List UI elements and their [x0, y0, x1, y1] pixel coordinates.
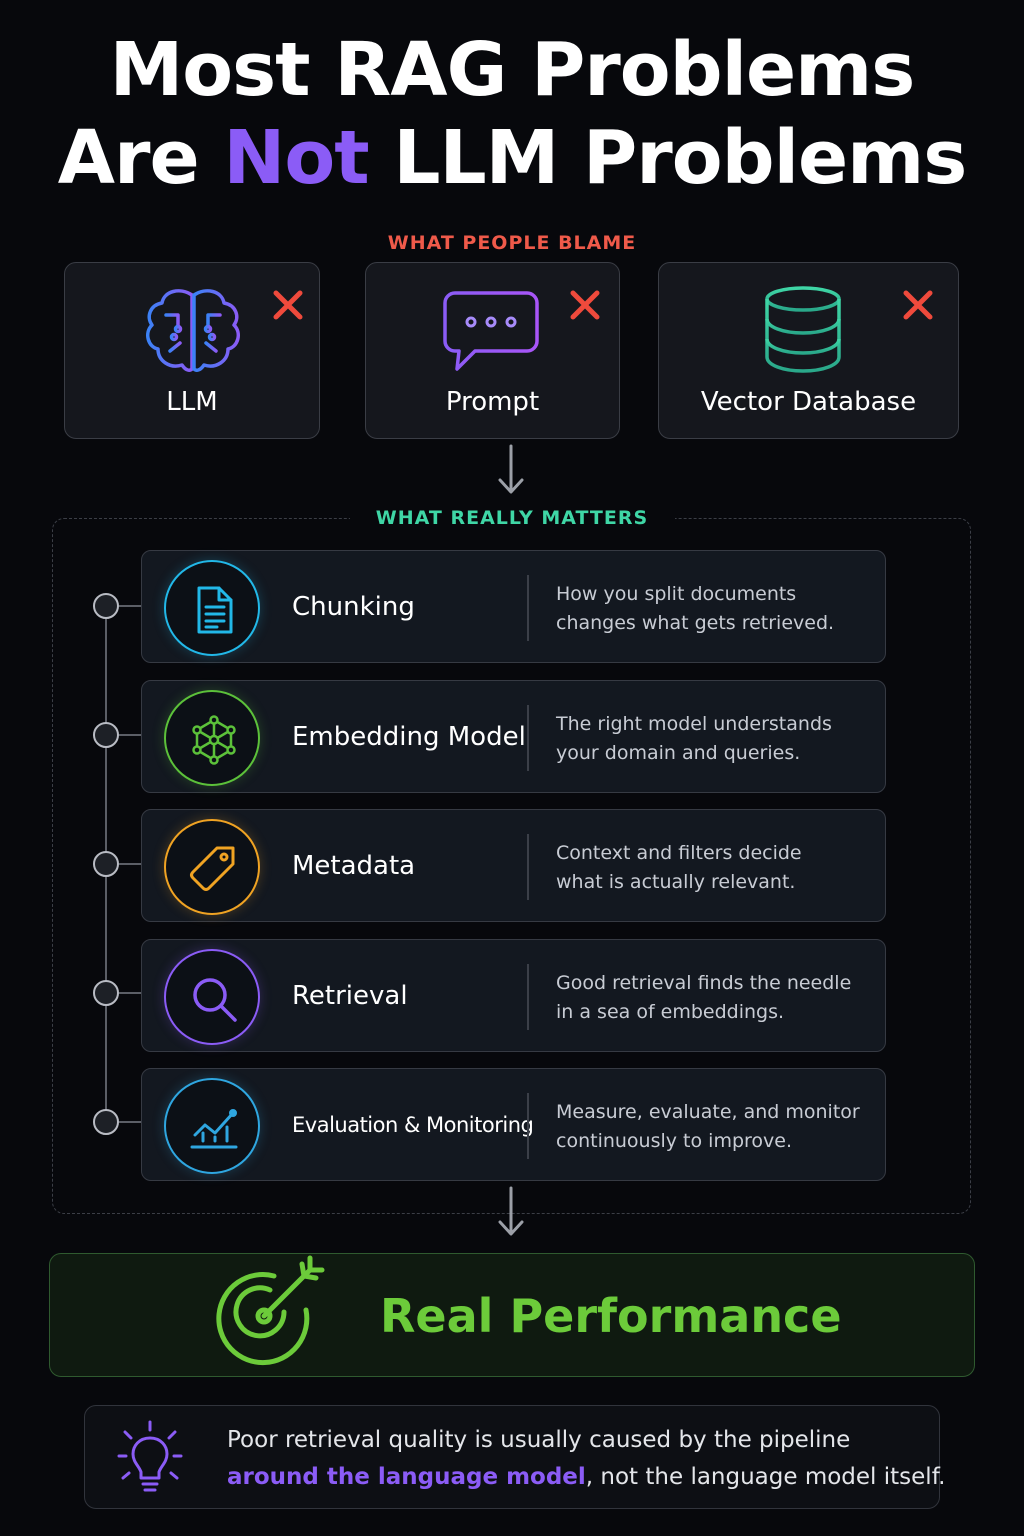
takeaway-text: Poor retrieval quality is usually caused… — [227, 1422, 945, 1496]
timeline-connector — [119, 1121, 141, 1123]
blame-card-prompt: Prompt — [365, 262, 620, 439]
timeline-dot — [93, 722, 119, 748]
takeaway-note: Poor retrieval quality is usually caused… — [84, 1405, 945, 1509]
step-card-embedding-model: Embedding Model The right model understa… — [141, 680, 886, 793]
note-rest: , not the language model itself. — [585, 1464, 946, 1490]
brain-icon — [146, 289, 240, 372]
desc-line: continuously to improve. — [556, 1130, 793, 1152]
step-card-retrieval: Retrieval Good retrieval finds the needl… — [141, 939, 886, 1052]
desc-line: what is actually relevant. — [556, 871, 796, 893]
step-description: Good retrieval finds the needle in a sea … — [556, 969, 876, 1027]
step-card-metadata: Metadata Context and filters decide what … — [141, 809, 886, 922]
blame-card-vector-database: Vector Database — [658, 262, 959, 439]
timeline-dot — [93, 851, 119, 877]
arrow-down-icon — [498, 1186, 524, 1236]
tag-icon — [190, 846, 235, 891]
step-name: Embedding Model — [292, 722, 526, 752]
step-divider — [527, 1093, 529, 1159]
step-divider — [527, 575, 529, 641]
step-divider — [527, 964, 529, 1030]
desc-line: Context and filters decide — [556, 842, 802, 864]
title-part: Are — [57, 115, 224, 201]
step-icon-ring — [164, 690, 260, 786]
target-icon — [216, 1255, 325, 1366]
close-icon — [273, 290, 303, 320]
desc-line: your domain and queries. — [556, 742, 801, 764]
network-icon — [192, 715, 236, 765]
step-card-evaluation-monitoring: Evaluation & Monitoring Measure, evaluat… — [141, 1068, 886, 1181]
note-line: Poor retrieval quality is usually caused… — [227, 1427, 851, 1453]
desc-line: changes what gets retrieved. — [556, 612, 835, 634]
page-title-line-2: Are Not LLM Problems — [0, 114, 1024, 202]
desc-line: Good retrieval finds the needle — [556, 972, 852, 994]
step-icon-ring — [164, 1078, 260, 1174]
matters-section-label: WHAT REALLY MATTERS — [375, 507, 649, 529]
timeline-connector — [119, 992, 141, 994]
step-name: Retrieval — [292, 981, 408, 1011]
step-name: Chunking — [292, 592, 415, 622]
matters-label-backdrop — [350, 504, 675, 534]
page-title-line-1: Most RAG Problems — [109, 27, 916, 113]
blame-item-label: Prompt — [445, 387, 540, 417]
timeline-connector — [119, 605, 141, 607]
search-icon — [193, 978, 237, 1022]
step-name: Metadata — [292, 851, 416, 881]
title-accent-word: Not — [223, 115, 369, 201]
step-icon-ring — [164, 819, 260, 915]
blame-item-label: Vector Database — [700, 387, 917, 417]
desc-line: The right model understands — [556, 713, 832, 735]
step-description: Context and filters decide what is actual… — [556, 839, 876, 897]
timeline-dot — [93, 980, 119, 1006]
step-name: Evaluation & Monitoring — [292, 1113, 534, 1137]
chat-bubble-icon — [443, 291, 539, 371]
performance-banner: Real Performance — [49, 1253, 975, 1377]
desc-line: How you split documents — [556, 583, 797, 605]
step-description: How you split documents changes what gets… — [556, 580, 876, 638]
step-description: Measure, evaluate, and monitor continuous… — [556, 1098, 876, 1156]
desc-line: in a sea of embeddings. — [556, 1001, 785, 1023]
blame-card-llm: LLM — [64, 262, 320, 439]
title-part: LLM Problems — [368, 115, 967, 201]
step-card-chunking: Chunking How you split documents changes … — [141, 550, 886, 663]
arrow-down-icon — [498, 444, 524, 494]
timeline-dot — [93, 593, 119, 619]
timeline-connector — [119, 734, 141, 736]
step-divider — [527, 834, 529, 900]
step-description: The right model understands your domain a… — [556, 710, 876, 768]
document-icon — [197, 586, 233, 634]
desc-line: Measure, evaluate, and monitor — [556, 1101, 860, 1123]
step-icon-ring — [164, 949, 260, 1045]
blame-item-label: LLM — [166, 387, 218, 417]
step-icon-ring — [164, 560, 260, 656]
timeline-dot — [93, 1109, 119, 1135]
close-icon — [903, 290, 933, 320]
close-icon — [570, 290, 600, 320]
database-icon — [765, 286, 841, 373]
note-highlight: around the language model — [227, 1464, 586, 1490]
note-line: around the language model, not the langu… — [227, 1459, 945, 1496]
performance-label: Real Performance — [380, 1289, 842, 1343]
chart-trend-icon — [190, 1109, 238, 1149]
step-divider — [527, 705, 529, 771]
timeline-connector — [119, 863, 141, 865]
lightbulb-icon — [117, 1420, 183, 1492]
blame-section-label: WHAT PEOPLE BLAME — [387, 232, 637, 254]
